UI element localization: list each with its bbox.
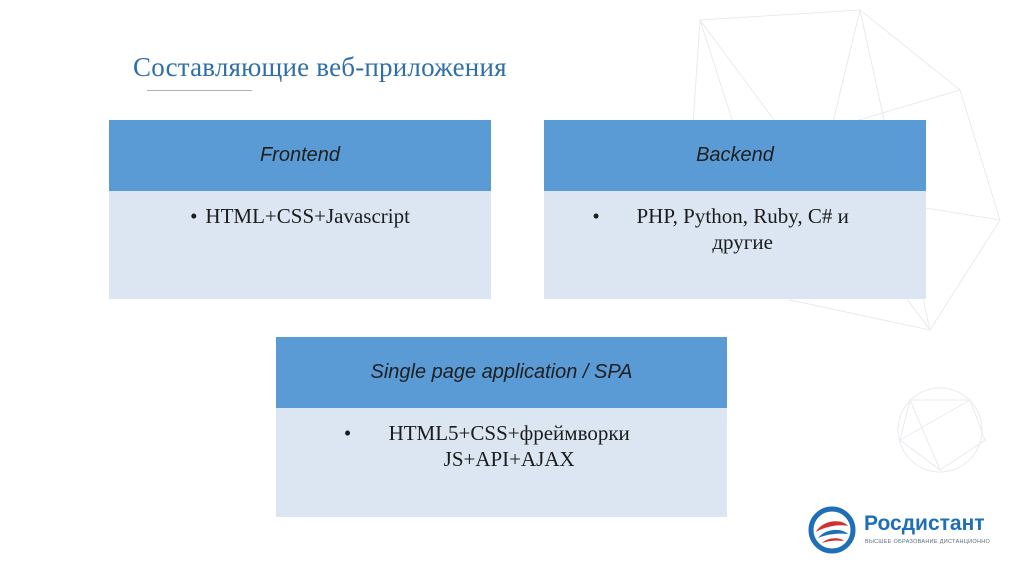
list-item-text: PHP, Python, Ruby, C# и другие [608,203,878,255]
spa-card-body: • HTML5+CSS+фреймворки JS+API+AJAX [276,408,727,517]
rosdistant-logo: Росдистант ВЫСШЕЕ ОБРАЗОВАНИЕ ДИСТАНЦИОН… [808,506,998,556]
bullet: • [344,420,351,472]
rosdistant-emblem-icon [808,506,856,554]
backend-card: Backend • PHP, Python, Ruby, C# и другие [544,120,926,299]
logo-wordmark: Росдистант [864,512,985,536]
list-item: • HTML5+CSS+фреймворки JS+API+AJAX [276,420,727,472]
spa-card: Single page application / SPA • HTML5+CS… [276,337,727,517]
bullet: • [592,203,599,255]
logo-tagline: ВЫСШЕЕ ОБРАЗОВАНИЕ ДИСТАНЦИОННО [865,539,990,545]
bullet: • [190,203,197,229]
list-item-text: HTML+CSS+Javascript [205,203,410,229]
frontend-card-header: Frontend [109,120,491,191]
list-item-text: HTML5+CSS+фреймворки JS+API+AJAX [359,420,659,472]
frontend-card-body: • HTML+CSS+Javascript [109,191,491,299]
title-underline [147,90,252,91]
backend-card-header: Backend [544,120,926,191]
list-item: • HTML+CSS+Javascript [109,203,491,229]
list-item: • PHP, Python, Ruby, C# и другие [544,203,926,255]
backend-card-body: • PHP, Python, Ruby, C# и другие [544,191,926,299]
frontend-card: Frontend • HTML+CSS+Javascript [109,120,491,299]
spa-card-header: Single page application / SPA [276,337,727,408]
slide-title: Составляющие веб-приложения [133,52,507,83]
